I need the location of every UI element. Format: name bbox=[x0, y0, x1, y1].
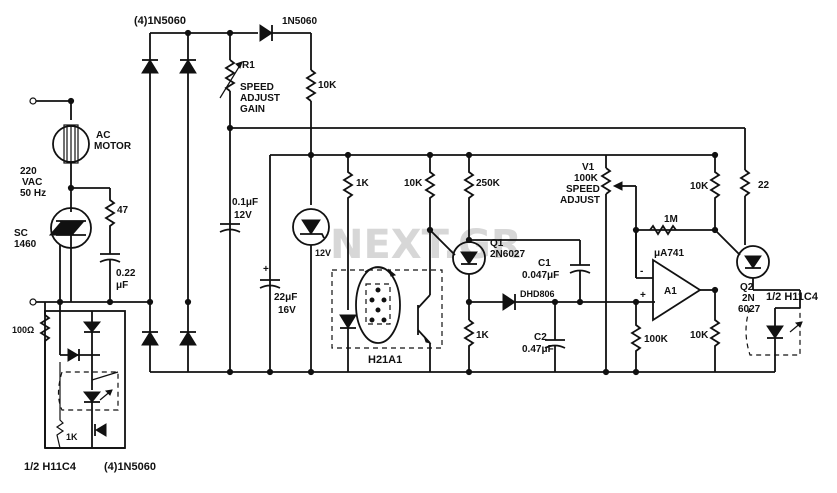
watermark: NEXT.GR bbox=[330, 222, 522, 268]
label-c-22-plus: + bbox=[263, 264, 269, 275]
label-r1-gain: GAIN bbox=[240, 104, 265, 115]
label-triac-sc: SC bbox=[14, 228, 28, 239]
label-vac-220: 220 bbox=[20, 166, 37, 177]
label-q2-2n: 2N bbox=[742, 293, 755, 304]
label-v1-value: 100K bbox=[574, 173, 599, 184]
label-v1-adjust: ADJUST bbox=[560, 195, 600, 206]
label-opamp-minus: - bbox=[640, 266, 643, 277]
label-zener: 12V bbox=[315, 248, 331, 258]
label-diode-bridge-top: (4)1N5060 bbox=[134, 15, 186, 27]
ac-terminal-top bbox=[29, 97, 37, 105]
label-c-01: 0.1μF bbox=[232, 197, 258, 208]
label-r-10k-d: 10K bbox=[690, 330, 709, 341]
label-r-100: 100Ω bbox=[12, 325, 34, 335]
label-r1: R1 bbox=[242, 60, 255, 71]
label-r-1m: 1M bbox=[664, 214, 678, 225]
component-labels: (4)1N5060 1N5060 R1 SPEED ADJUST GAIN 10… bbox=[12, 15, 819, 473]
label-r-1k-a: 1K bbox=[356, 178, 370, 189]
label-motor-ac: AC bbox=[96, 130, 110, 141]
label-q1: Q1 bbox=[490, 238, 504, 249]
label-opamp: μA741 bbox=[654, 248, 684, 259]
label-r-10k-top: 10K bbox=[318, 80, 337, 91]
label-sensor: H21A1 bbox=[368, 354, 402, 366]
label-q2-part: 6027 bbox=[738, 304, 761, 315]
label-vac-hz: 50 Hz bbox=[20, 188, 46, 199]
label-r-1k-small: 1K bbox=[66, 432, 78, 442]
bridge-rectifier bbox=[141, 29, 715, 373]
label-opto-right: 1/2 H11C4 bbox=[766, 291, 819, 303]
top-supply bbox=[219, 24, 746, 376]
label-q2: Q2 bbox=[740, 282, 754, 293]
label-c-22-volt: 16V bbox=[278, 305, 296, 316]
label-bridge-bottom: (4)1N5060 bbox=[104, 461, 156, 473]
label-c1: C1 bbox=[538, 258, 551, 269]
label-c-01-volt: 12V bbox=[234, 210, 252, 221]
label-v1: V1 bbox=[582, 162, 595, 173]
label-c-022-unit: μF bbox=[116, 280, 128, 291]
label-c2: C2 bbox=[534, 332, 547, 343]
label-r-47: 47 bbox=[117, 205, 129, 216]
label-triac-1460: 1460 bbox=[14, 239, 37, 250]
label-opamp-ref: A1 bbox=[664, 286, 677, 297]
label-diode-mid: DHD806 bbox=[520, 289, 555, 299]
ac-section bbox=[29, 97, 150, 449]
label-motor: MOTOR bbox=[94, 141, 132, 152]
opamp-symbol bbox=[652, 258, 702, 322]
label-vac: VAC bbox=[22, 177, 42, 188]
label-c1-value: 0.047μF bbox=[522, 270, 559, 281]
label-r-1k-b: 1K bbox=[476, 330, 490, 341]
label-c2-value: 0.47μF bbox=[522, 344, 554, 355]
label-c-022: 0.22 bbox=[116, 268, 136, 279]
ac-terminal-bottom bbox=[29, 298, 37, 306]
label-v1-speed: SPEED bbox=[566, 184, 600, 195]
label-r-22: 22 bbox=[758, 180, 770, 191]
label-r1-adjust: ADJUST bbox=[240, 93, 280, 104]
label-opto-left: 1/2 H11C4 bbox=[24, 461, 77, 473]
label-r-10k-c: 10K bbox=[690, 181, 709, 192]
label-r-250k: 250K bbox=[476, 178, 501, 189]
label-q1-part: 2N6027 bbox=[490, 249, 525, 260]
label-diode-top: 1N5060 bbox=[282, 16, 317, 27]
control-section bbox=[259, 151, 803, 376]
label-r-100k: 100K bbox=[644, 334, 669, 345]
label-r1-speed: SPEED bbox=[240, 82, 274, 93]
label-r-10k-b: 10K bbox=[404, 178, 423, 189]
label-c-22: 22μF bbox=[274, 292, 297, 303]
label-opamp-plus: + bbox=[640, 290, 646, 301]
